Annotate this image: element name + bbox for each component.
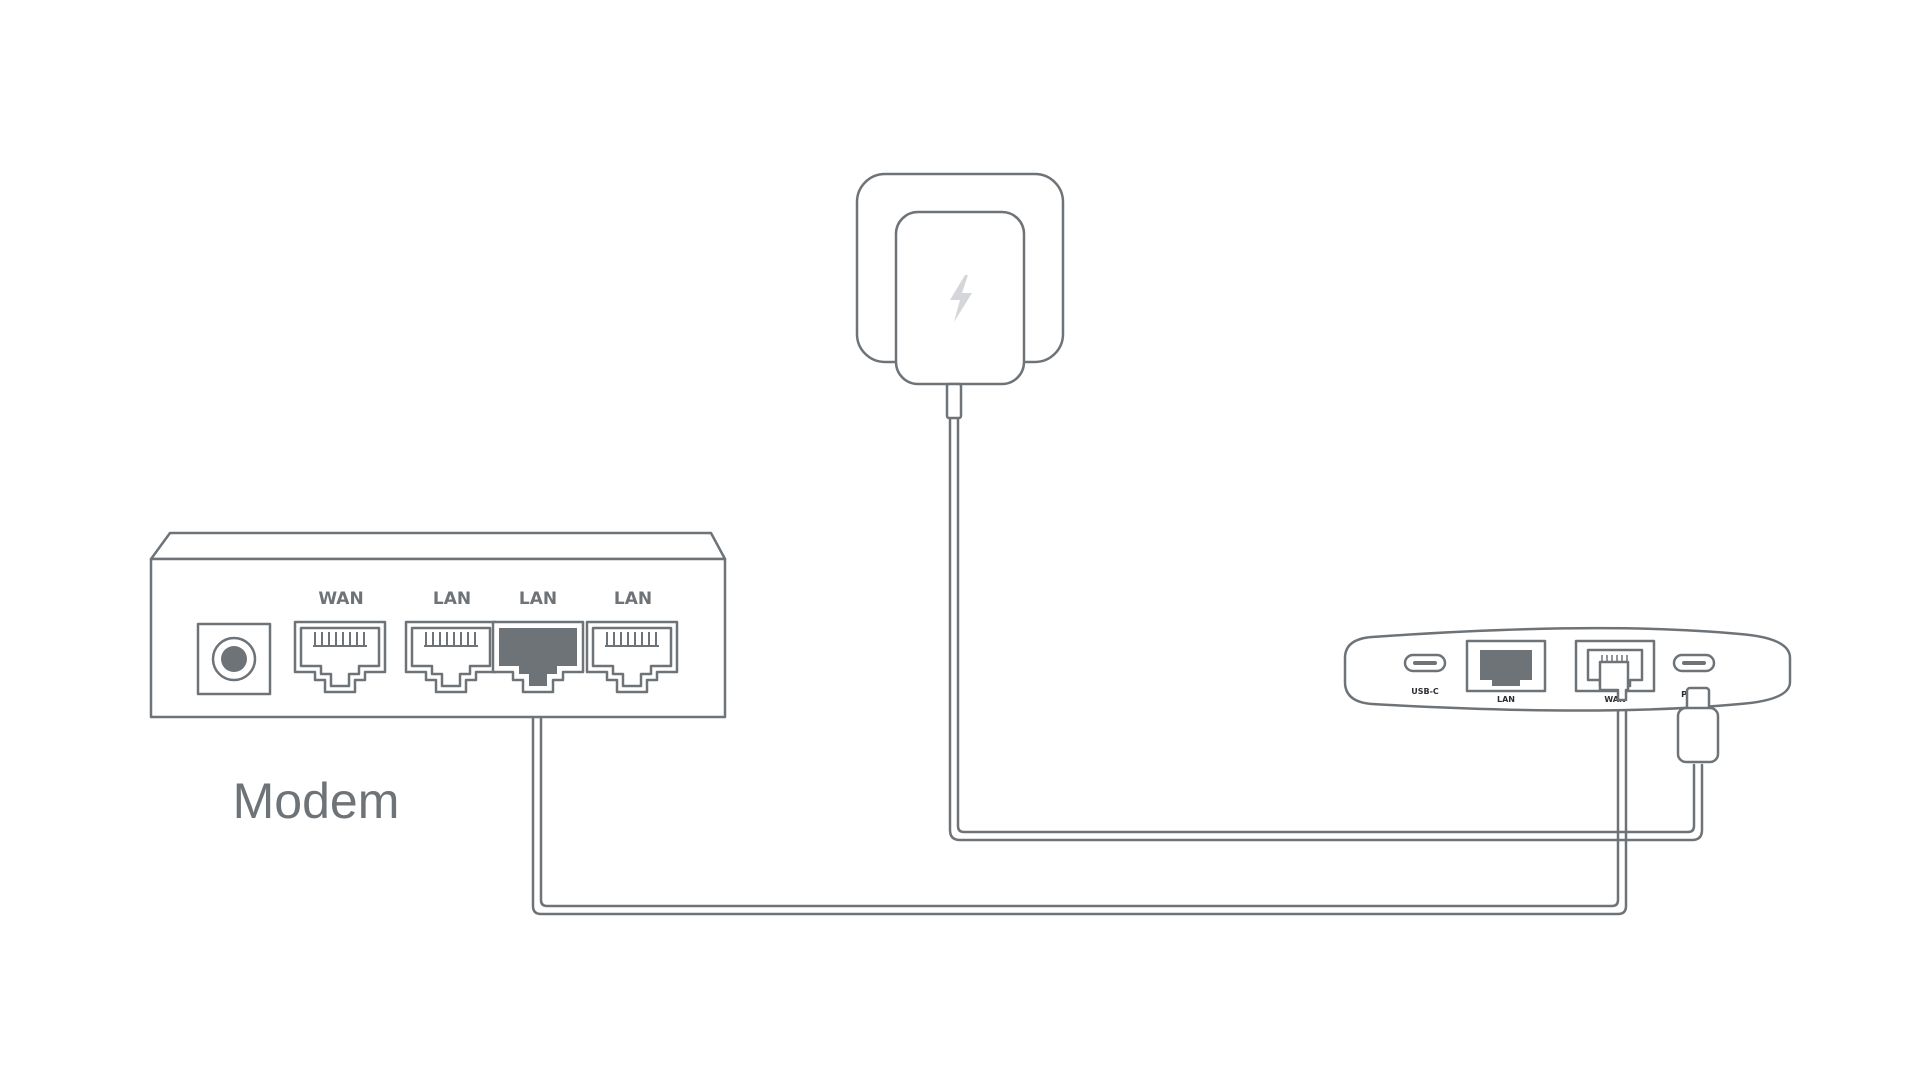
modem-port-label-lan2: LAN bbox=[519, 589, 557, 609]
router: USB-C LAN WAN P bbox=[1343, 626, 1792, 764]
router-label-power: P bbox=[1681, 690, 1687, 699]
router-label-wan: WAN bbox=[1604, 695, 1625, 704]
power-adapter bbox=[855, 172, 1065, 420]
modem-power-jack bbox=[196, 622, 272, 696]
router-lan-port bbox=[1465, 639, 1547, 693]
router-label-usbc: USB-C bbox=[1411, 687, 1439, 696]
ethernet-cable bbox=[531, 668, 1628, 916]
adapter-plug bbox=[945, 382, 963, 420]
modem-lan-port-1 bbox=[404, 620, 498, 694]
modem-title: Modem bbox=[233, 773, 400, 829]
modem-port-label-lan1: LAN bbox=[433, 589, 471, 609]
modem-port-label-wan: WAN bbox=[318, 589, 363, 609]
modem-wan-port bbox=[293, 620, 387, 694]
modem-port-label-lan3: LAN bbox=[614, 589, 652, 609]
modem-lan-port-3 bbox=[585, 620, 679, 694]
modem-lan-port-2-connected bbox=[491, 620, 585, 694]
router-power-plug bbox=[1676, 686, 1720, 764]
router-label-lan: LAN bbox=[1497, 695, 1515, 704]
modem-top-face bbox=[149, 531, 727, 561]
router-usbc-port bbox=[1403, 653, 1447, 673]
router-power-port bbox=[1672, 653, 1716, 673]
lightning-bolt-icon bbox=[950, 275, 972, 322]
router-body bbox=[1343, 626, 1792, 712]
modem: WAN LAN LAN LAN bbox=[149, 531, 727, 829]
router-wan-plug bbox=[1598, 660, 1630, 702]
power-cable bbox=[948, 408, 1704, 842]
